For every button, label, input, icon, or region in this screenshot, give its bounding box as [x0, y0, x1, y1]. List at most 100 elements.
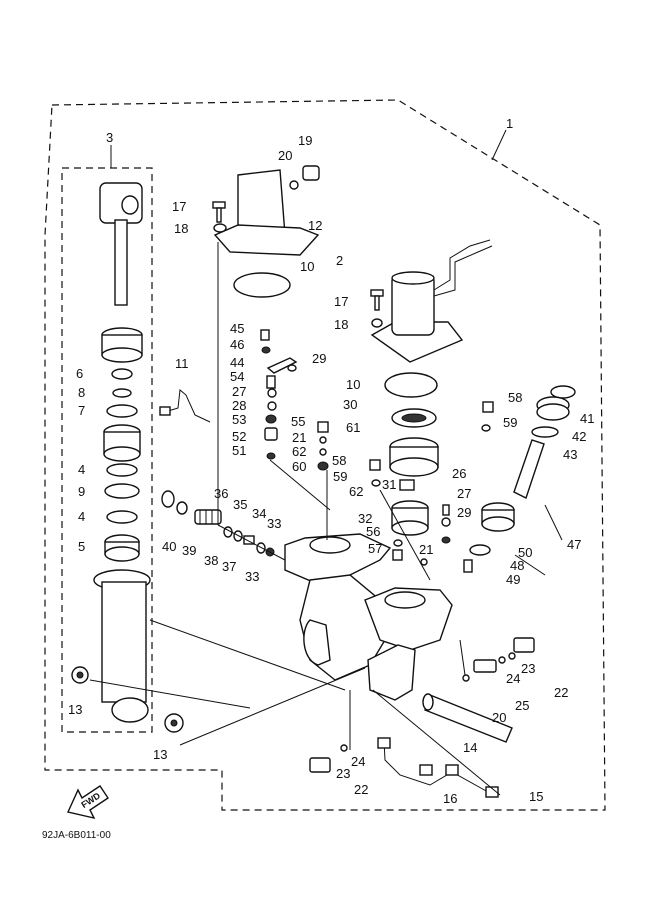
callout-label: 17: [172, 199, 186, 214]
callout-label: 62: [349, 484, 363, 499]
callout-label: 26: [452, 466, 466, 481]
part-40: [161, 490, 175, 508]
guide-line: [379, 489, 431, 581]
callout-label: 37: [222, 559, 236, 574]
part-21-upper: [319, 436, 327, 444]
callout-label: 1: [506, 116, 513, 131]
part-44: [266, 357, 298, 374]
callout-label: 18: [334, 317, 348, 332]
bushing-part-13-left: [71, 666, 89, 684]
callout-label: 4: [78, 509, 85, 524]
callout-label: 25: [515, 698, 529, 713]
part-29-mid: [441, 536, 451, 544]
part-59-right: [481, 424, 491, 432]
callout-label: 21: [292, 430, 306, 445]
callout-label: 58: [508, 390, 522, 405]
washer-part-18-upper: [213, 223, 227, 233]
callout-label: 58: [332, 453, 346, 468]
callout-label: 35: [233, 497, 247, 512]
callout-label: 45: [230, 321, 244, 336]
rod-part-47: [513, 439, 545, 499]
callout-label: 28: [232, 398, 246, 413]
piston: [101, 327, 143, 363]
callout-label: 42: [572, 429, 586, 444]
part-35: [243, 535, 255, 545]
callout-label: 23: [336, 766, 350, 781]
callout-label: 3: [106, 130, 113, 145]
callout-label: 23: [521, 661, 535, 676]
guide-line: [149, 619, 346, 691]
leader-line: [544, 504, 563, 541]
bushing-part-13-lower: [164, 713, 184, 733]
callout-label: 60: [292, 459, 306, 474]
part-24-right-b: [508, 652, 516, 660]
bolt-part-55: [317, 421, 329, 433]
motor-part-2: [370, 239, 493, 363]
o-ring-part-7: [106, 404, 138, 418]
callout-label: 27: [232, 384, 246, 399]
callout-label: 22: [354, 782, 368, 797]
callout-label: 24: [506, 671, 520, 686]
part-21-mid: [420, 558, 428, 566]
reservoir-part-12: [213, 169, 320, 256]
o-ring-part-4a: [106, 463, 138, 477]
callout-label: 10: [300, 259, 314, 274]
callout-label: 10: [346, 377, 360, 392]
assembly-boundary-3: [61, 167, 153, 733]
manifold-body: [284, 533, 453, 701]
callout-label: 29: [457, 505, 471, 520]
callout-label: 52: [232, 429, 246, 444]
callout-label: 27: [457, 486, 471, 501]
callout-label: 20: [278, 148, 292, 163]
callout-label: 7: [78, 403, 85, 418]
bolt-part-58-mid: [369, 459, 381, 471]
callout-label: 46: [230, 337, 244, 352]
guide-line: [217, 524, 286, 561]
callout-label: 48: [510, 558, 524, 573]
callout-label: 50: [518, 545, 532, 560]
callout-label: 47: [567, 537, 581, 552]
callout-label: 13: [153, 747, 167, 762]
guide-line: [372, 689, 501, 796]
part-27-upper: [267, 388, 277, 398]
part-20-lower: [462, 674, 470, 682]
part-51: [266, 452, 276, 460]
hose-part-11: [164, 389, 211, 423]
callout-label: 20: [492, 710, 506, 725]
part-48: [469, 544, 491, 556]
callout-label: 49: [506, 572, 520, 587]
part-54: [266, 375, 276, 389]
callout-label: 15: [529, 789, 543, 804]
part-39: [176, 501, 188, 515]
callout-label: 41: [580, 411, 594, 426]
gasket-part-10-right: [384, 372, 438, 398]
part-31: [399, 479, 415, 491]
guide-line: [89, 679, 251, 709]
callout-label: 39: [182, 543, 196, 558]
callout-label: 14: [463, 740, 477, 755]
callout-label: 17: [334, 294, 348, 309]
part-43: [531, 426, 559, 438]
tilt-cylinder: [93, 569, 151, 723]
callout-label: 55: [291, 414, 305, 429]
part-59-mid: [371, 479, 381, 487]
gland-part-5: [104, 534, 140, 562]
callout-label: 18: [174, 221, 188, 236]
tube-end-14: [422, 693, 434, 711]
guide-line: [269, 459, 331, 511]
part-24-lower: [340, 744, 348, 752]
callout-label: 6: [76, 366, 83, 381]
callout-label: 54: [230, 369, 244, 384]
plug-part-19: [302, 165, 320, 181]
callout-label: 44: [230, 355, 244, 370]
part-41: [550, 385, 576, 399]
callout-label: 5: [78, 539, 85, 554]
part-49: [463, 559, 473, 573]
callout-label: 56: [366, 524, 380, 539]
part-27-mid: [441, 517, 451, 527]
gasket-part-10-upper: [233, 272, 291, 298]
callout-label: 22: [554, 685, 568, 700]
part-42: [536, 396, 570, 421]
o-ring-part-20-upper: [289, 180, 299, 190]
